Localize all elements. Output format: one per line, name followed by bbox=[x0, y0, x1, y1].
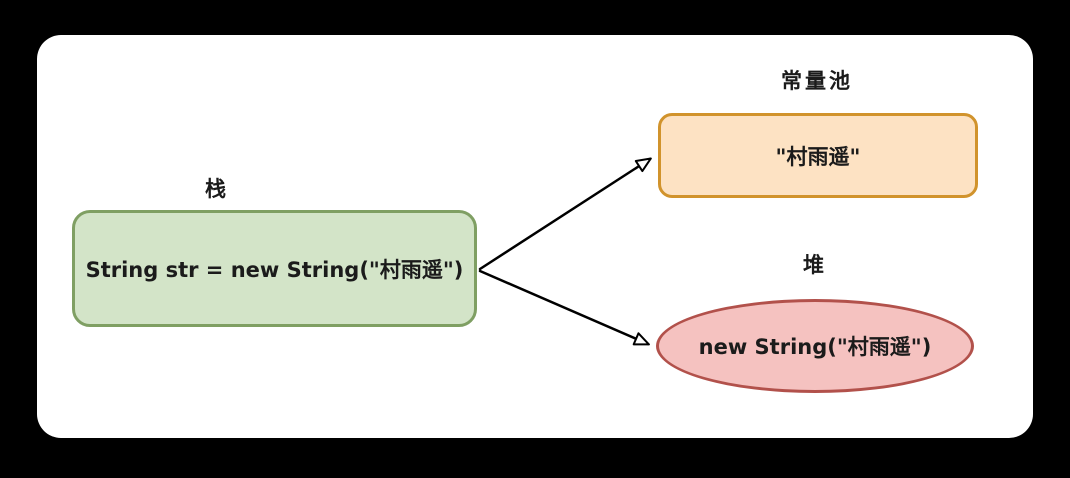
heap-label: 堆 bbox=[803, 253, 827, 277]
heap-node: new String("村雨遥") bbox=[656, 299, 974, 393]
stack-label: 栈 bbox=[205, 177, 229, 201]
constant-pool-label: 常量池 bbox=[781, 69, 853, 93]
stack-node-text: String str = new String("村雨遥") bbox=[85, 257, 464, 282]
stack-node: String str = new String("村雨遥") bbox=[72, 210, 477, 327]
constant-pool-node-text: "村雨遥" bbox=[775, 144, 861, 169]
heap-node-text: new String("村雨遥") bbox=[698, 335, 932, 359]
constant-pool-node: "村雨遥" bbox=[658, 113, 978, 198]
